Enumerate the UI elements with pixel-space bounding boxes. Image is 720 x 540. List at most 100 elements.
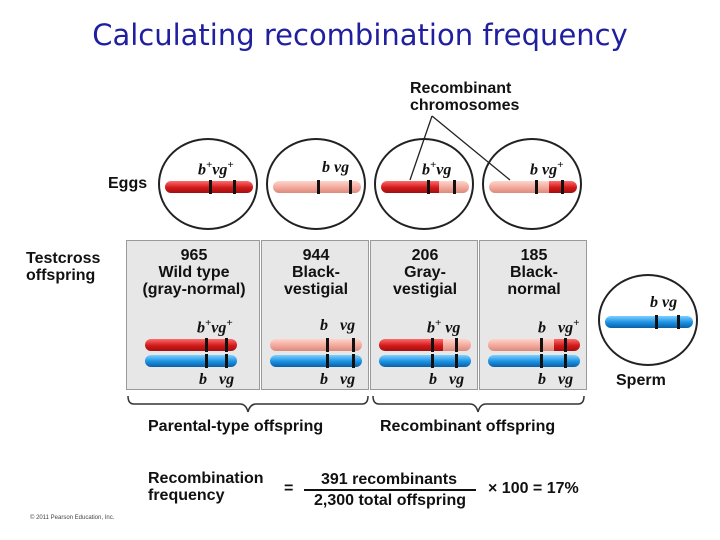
chromosome-band	[352, 354, 355, 368]
offspring3-tester-chromosome	[379, 354, 471, 368]
plus-sign: +	[573, 317, 580, 329]
chromosome-band	[349, 180, 352, 194]
parental-type-offspring-label: Parental-type offspring	[148, 418, 324, 435]
chromosome-band	[326, 338, 329, 352]
offspring1-bottom-alleles: b vg	[199, 371, 234, 389]
chromosome-band	[564, 338, 567, 352]
egg-circle-1: b+vg+	[158, 138, 258, 230]
offspring-text-1: 965 Wild type (gray-normal)	[127, 247, 261, 298]
egg-circle-3: b+vg	[374, 138, 474, 230]
allele-b: b	[538, 319, 546, 337]
allele-vg: vg	[449, 371, 465, 388]
allele-b: b	[322, 159, 330, 176]
allele-b: b	[422, 161, 430, 179]
allele-vg: vg	[558, 371, 574, 388]
offspring-text-3: 206 Gray- vestigial	[371, 247, 479, 298]
offspring4-black-part	[488, 338, 554, 352]
allele-vg: vg	[212, 161, 228, 179]
offspring2-black-chromosome	[270, 338, 362, 352]
offspring1-gray-chromosome	[145, 338, 237, 352]
recombinant-chromosomes-line2: chromosomes	[410, 97, 520, 114]
egg-circle-2: b vg	[266, 138, 366, 230]
egg4-chromosome-black-part	[489, 180, 549, 194]
offspring3-bottom-alleles: b vg	[429, 371, 464, 389]
egg3-chromosome-gray-part	[381, 180, 439, 194]
chromosome-band	[205, 338, 208, 352]
testcross-offspring-label: Testcross offspring	[26, 250, 100, 284]
fraction-bar	[304, 489, 476, 491]
offspring4-bottom-alleles: b vg	[538, 371, 573, 389]
offspring2-bottom-alleles: b vg	[320, 371, 355, 389]
eggs-label: Eggs	[108, 175, 148, 192]
offspring2-top-alleles: b vg	[320, 317, 355, 335]
allele-b: b	[650, 294, 658, 311]
recombinant-chromosomes-line1: Recombinant	[410, 80, 512, 97]
offspring-count: 965	[180, 247, 208, 264]
egg3-alleles: b+vg	[422, 159, 451, 179]
equation-left-line1: Recombination	[148, 470, 264, 487]
sperm-chromosome	[605, 315, 693, 329]
offspring-name-line2: vestigial	[392, 281, 458, 298]
chromosome-band	[431, 338, 434, 352]
offspring-box-gray-vestigial: 206 Gray- vestigial b+ vg b vg	[370, 240, 478, 390]
chromosome-band	[427, 180, 430, 194]
equation-equals: =	[284, 480, 294, 497]
equation-result: × 100 = 17%	[488, 480, 579, 497]
offspring-text-2: 944 Black- vestigial	[262, 247, 370, 298]
allele-b: b	[427, 319, 435, 337]
chromosome-band	[655, 315, 658, 329]
allele-vg: vg	[558, 319, 574, 337]
chromosome-band	[453, 180, 456, 194]
offspring1-tester-chromosome	[145, 354, 237, 368]
allele-vg: vg	[340, 371, 356, 388]
offspring1-top-alleles: b+vg+	[197, 317, 233, 337]
offspring-name-line1: Wild type	[158, 264, 230, 281]
chromosome-band	[677, 315, 680, 329]
plus-sign: +	[430, 159, 437, 171]
chromosome-band	[535, 180, 538, 194]
egg4-alleles: b vg+	[530, 159, 563, 179]
chromosome-band	[317, 180, 320, 194]
allele-vg: vg	[445, 319, 461, 337]
chromosome-band	[564, 354, 567, 368]
offspring-text-4: 185 Black- normal	[480, 247, 588, 298]
chromosome-band	[326, 354, 329, 368]
offspring-count: 185	[520, 247, 548, 264]
equation-left-line2: frequency	[148, 487, 225, 504]
equation-denominator: 2,300 total offspring	[313, 492, 467, 509]
offspring-name-line2: (gray-normal)	[142, 281, 246, 298]
allele-vg: vg	[662, 294, 678, 311]
egg2-alleles: b vg	[322, 159, 349, 177]
testcross-line2: offspring	[26, 267, 96, 284]
sperm-label: Sperm	[616, 372, 666, 389]
allele-vg: vg	[219, 371, 235, 388]
plus-sign: +	[227, 159, 234, 171]
offspring-box-black-normal: 185 Black- normal b vg+ b vg	[479, 240, 587, 390]
chromosome-band	[431, 354, 434, 368]
chromosome-band	[352, 338, 355, 352]
allele-b: b	[320, 317, 328, 334]
chromosome-band	[225, 338, 228, 352]
allele-b: b	[198, 161, 206, 179]
allele-b: b	[429, 371, 437, 388]
allele-b: b	[199, 371, 207, 388]
allele-vg: vg	[340, 317, 356, 334]
equation-numerator: 391 recombinants	[320, 471, 458, 488]
egg4-chromosome-gray-part	[549, 180, 577, 194]
parental-brace	[127, 395, 369, 413]
offspring-name-line1: Black-	[291, 264, 341, 281]
chromosome-band	[225, 354, 228, 368]
allele-b: b	[538, 371, 546, 388]
chromosome-band	[561, 180, 564, 194]
testcross-line1: Testcross	[26, 250, 101, 267]
offspring3-black-part	[443, 338, 471, 352]
offspring4-tester-chromosome	[488, 354, 580, 368]
recombinant-offspring-label: Recombinant offspring	[380, 418, 556, 435]
egg-circle-4: b vg+	[482, 138, 582, 230]
allele-vg: vg	[436, 161, 452, 179]
chromosome-band	[540, 338, 543, 352]
plus-sign: +	[557, 159, 564, 171]
plus-sign: +	[206, 159, 213, 171]
allele-b: b	[530, 161, 538, 179]
